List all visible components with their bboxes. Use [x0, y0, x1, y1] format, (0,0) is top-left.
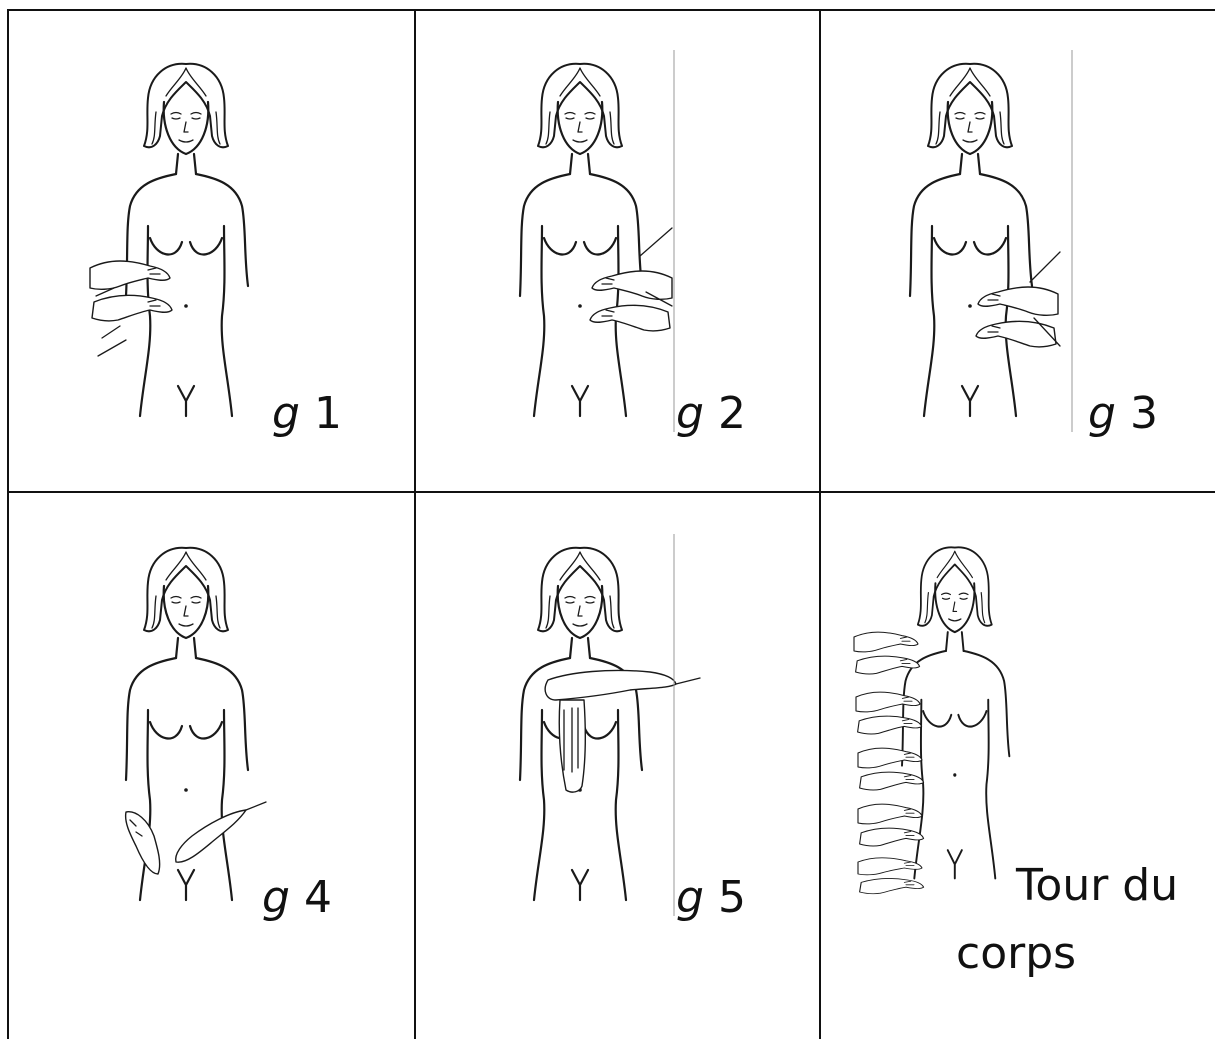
- caption-tour-du-corps-line1: Tour du: [1016, 864, 1178, 908]
- woman-illustration-g3: [900, 56, 1100, 436]
- caption-text: Tour du: [1016, 860, 1178, 911]
- caption-g3: g 3: [1088, 392, 1158, 436]
- caption-letter: g: [272, 388, 300, 439]
- caption-letter: g: [676, 388, 704, 439]
- caption-g1: g 1: [272, 392, 342, 436]
- caption-letter: g: [1088, 388, 1116, 439]
- caption-number: 2: [718, 388, 746, 439]
- column-divider-1: [414, 9, 416, 1039]
- caption-g2: g 2: [676, 392, 746, 436]
- caption-number: 5: [718, 872, 746, 923]
- column-divider-2: [819, 9, 821, 1039]
- woman-illustration-tour-du-corps: [850, 540, 1020, 920]
- caption-number: 4: [304, 872, 332, 923]
- figure-tour-du-corps: [850, 540, 1020, 920]
- woman-illustration-g4: [96, 540, 276, 920]
- caption-number: 3: [1130, 388, 1158, 439]
- figure-g2: [500, 56, 700, 436]
- woman-illustration-g1: [96, 56, 276, 436]
- figure-g1: [96, 56, 276, 436]
- caption-tour-du-corps-line2: corps: [956, 932, 1076, 976]
- caption-letter: g: [676, 872, 704, 923]
- woman-illustration-g2: [500, 56, 700, 436]
- caption-g4: g 4: [262, 876, 332, 920]
- caption-letter: g: [262, 872, 290, 923]
- caption-g5: g 5: [676, 876, 746, 920]
- figure-g4: [96, 540, 276, 920]
- caption-number: 1: [314, 388, 342, 439]
- figure-g5: [500, 540, 700, 920]
- caption-text: corps: [956, 928, 1076, 979]
- woman-illustration-g5: [500, 540, 700, 920]
- row-divider: [7, 491, 1215, 493]
- figure-g3: [900, 56, 1100, 436]
